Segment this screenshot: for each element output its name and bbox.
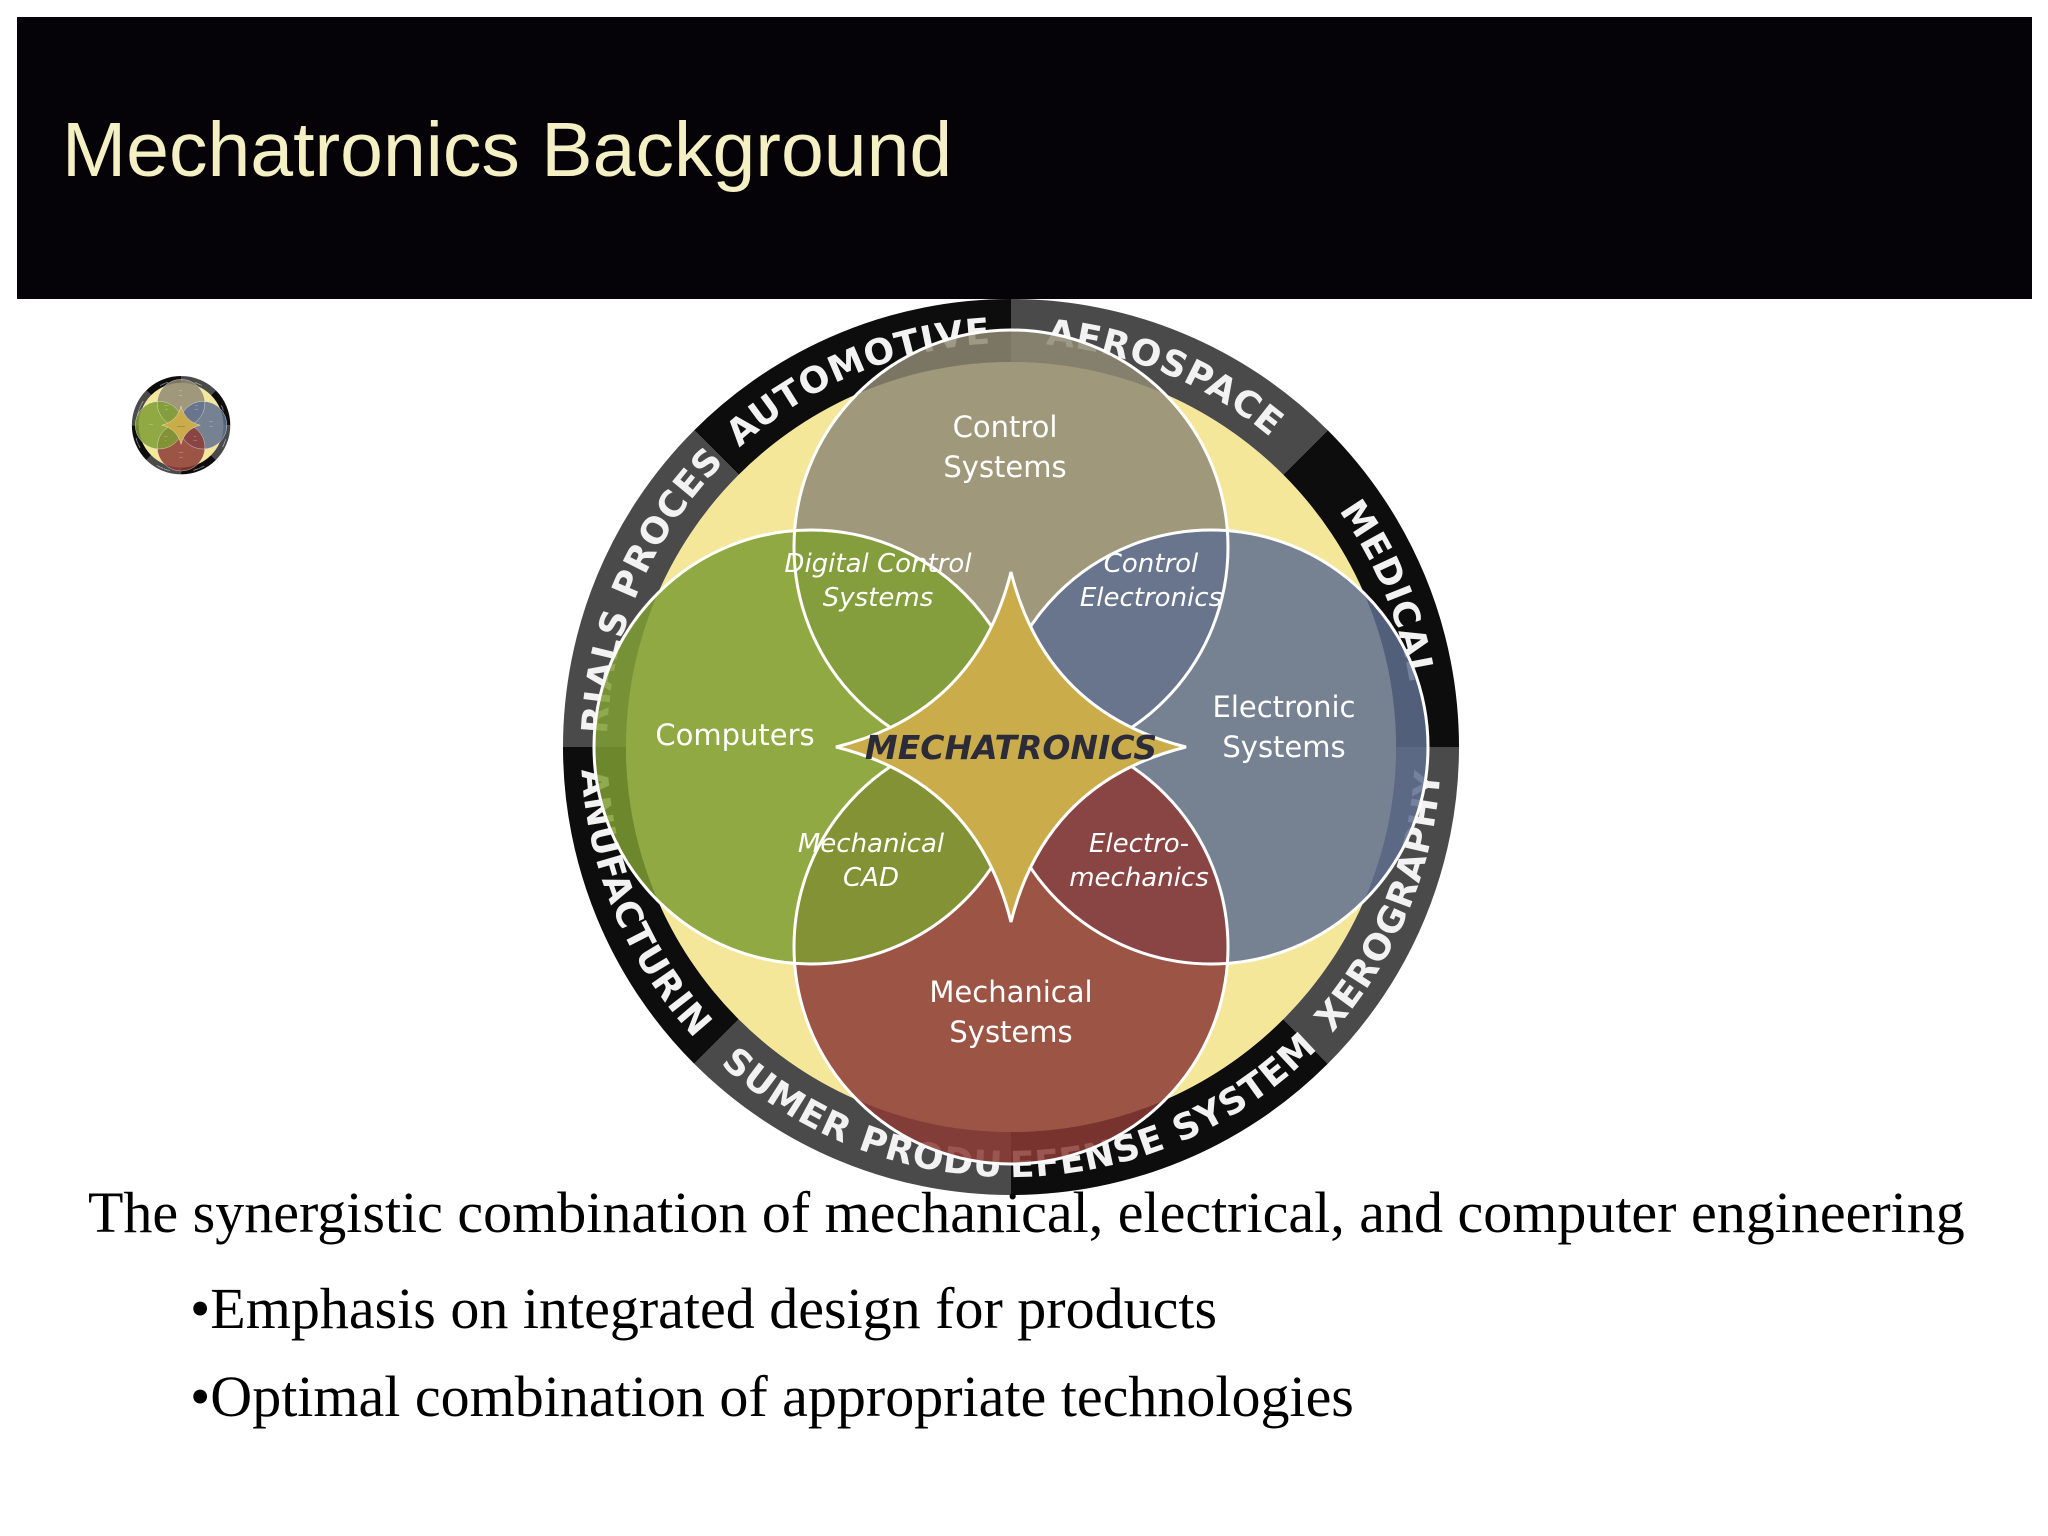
ring-segment	[1011, 1019, 1328, 1195]
overlap-label: Electro-mechanics	[193, 436, 197, 442]
ring-segment	[146, 455, 182, 475]
ring-segment	[563, 747, 739, 1064]
ring-segment	[131, 390, 152, 426]
bullet-list: •Emphasis on integrated design for produ…	[190, 1265, 1988, 1441]
ring-segment	[210, 425, 231, 460]
title-bar	[17, 17, 2032, 299]
ring-label: AEROSPACE	[194, 382, 202, 387]
overlap-label: Electro-mechanics	[1069, 829, 1209, 893]
circle-computers	[135, 401, 183, 450]
circle-label: Computers	[655, 718, 814, 752]
bullet-item: •Emphasis on integrated design for produ…	[190, 1276, 1218, 1341]
center-label: MECHATRONICS	[177, 426, 185, 428]
mechatronics-core	[161, 405, 201, 445]
ring-segment	[563, 430, 739, 747]
circle-computers	[594, 530, 1028, 964]
center-label: MECHATRONICS	[865, 728, 1157, 767]
ring-segment	[1283, 430, 1459, 747]
ring-segment	[694, 299, 1011, 475]
ring-label: MEDICAL	[220, 405, 224, 411]
ring-segment	[131, 425, 152, 460]
bullet-item: •Optimal combination of appropriate tech…	[190, 1364, 1354, 1429]
body-text: The synergistic combination of mechanica…	[88, 1175, 1988, 1441]
lead-paragraph: The synergistic combination of mechanica…	[88, 1180, 1965, 1245]
ring-segment	[1283, 747, 1459, 1064]
ring-segment	[1011, 299, 1328, 475]
slide-title: Mechatronics Background	[62, 107, 953, 193]
ring-segment	[210, 390, 231, 426]
ring-segment	[181, 375, 216, 396]
ring-label: MATERIALS PROCESSING	[137, 401, 145, 416]
mechatronics-core	[835, 571, 1187, 923]
ring-segment	[181, 455, 216, 475]
ring-segment	[146, 375, 182, 396]
ring-segment	[694, 1019, 1011, 1195]
ring-label: AUTOMOTIVE	[160, 382, 169, 387]
